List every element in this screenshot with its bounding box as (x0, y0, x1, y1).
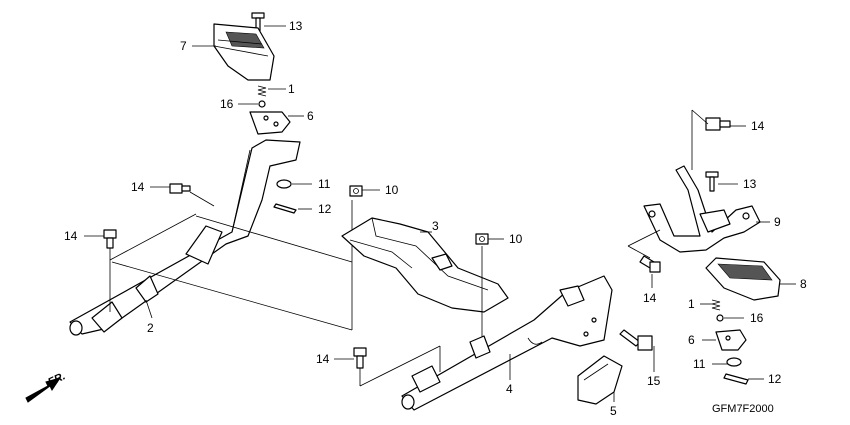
nut-10-a (349, 185, 363, 197)
washer-11-left (276, 179, 292, 189)
callout-11: 11 (318, 177, 331, 191)
spring-1-right (711, 299, 721, 311)
callout-14: 14 (751, 119, 765, 133)
callout-12: 12 (318, 202, 332, 216)
callout-12: 12 (768, 372, 782, 386)
callout-4: 4 (506, 382, 513, 396)
frame-pipe-2 (69, 139, 301, 336)
callout-11: 11 (693, 357, 706, 371)
bolt-14-b (103, 229, 117, 249)
callout-13: 13 (743, 177, 757, 191)
callout-6: 6 (307, 109, 314, 123)
bolt-14-d (705, 117, 731, 131)
frame-pipe-4 (401, 275, 613, 411)
callout-9: 9 (774, 215, 781, 229)
callout-1: 1 (288, 82, 295, 96)
callout-14: 14 (64, 229, 78, 243)
floor-panel-3 (341, 217, 509, 313)
callout-3: 3 (432, 219, 439, 233)
callout-15: 15 (647, 374, 661, 388)
callout-16: 16 (750, 311, 764, 325)
footrest-7-left (213, 23, 275, 81)
callout-8: 8 (800, 277, 807, 291)
ball-16-right (716, 314, 724, 322)
pin-12-right (723, 373, 749, 385)
direction-label: FR. (46, 370, 67, 388)
plate-6-left (249, 111, 291, 135)
washer-11-right (726, 357, 742, 367)
ball-16-left (258, 100, 266, 108)
bracket-9 (643, 165, 761, 253)
cover-5 (577, 355, 623, 405)
callout-10: 10 (509, 232, 523, 246)
callout-14: 14 (131, 180, 145, 194)
plate-6-right (715, 329, 747, 351)
callout-13: 13 (289, 19, 303, 33)
bolt-14-a (169, 183, 191, 194)
front-direction-arrow-icon (25, 377, 62, 403)
footrest-8-right (705, 257, 781, 301)
callout-6: 6 (688, 333, 695, 347)
spring-1-left (257, 85, 267, 97)
callout-14: 14 (316, 352, 330, 366)
callout-14: 14 (643, 291, 657, 305)
bolt-15 (619, 329, 653, 351)
callout-7: 7 (180, 39, 187, 53)
callout-10: 10 (385, 183, 399, 197)
pin-12-left (273, 203, 297, 214)
callout-5: 5 (610, 404, 617, 418)
callout-1: 1 (688, 297, 695, 311)
bolt-14-e (639, 255, 661, 273)
diagram-code: GFM7F2000 (712, 403, 774, 415)
callout-2: 2 (147, 321, 154, 335)
bolt-14-c (353, 347, 367, 369)
callout-16: 16 (220, 97, 234, 111)
bolt-13-right (705, 171, 719, 192)
nut-10-b (475, 233, 489, 245)
